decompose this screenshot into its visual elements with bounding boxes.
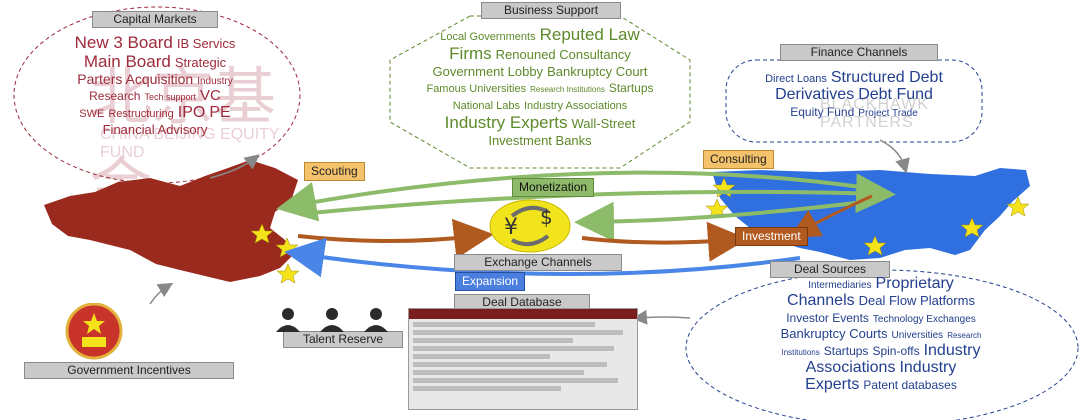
government-emblem-icon <box>64 303 124 361</box>
term: Industry <box>197 75 233 87</box>
term: Deal Flow Platforms <box>858 292 975 308</box>
term: Spin-offs <box>872 344 920 359</box>
term: Experts <box>805 375 860 393</box>
government-connector <box>149 282 174 305</box>
term: Investor Events <box>786 310 869 325</box>
term: Industry Experts <box>444 112 568 132</box>
term: National Labs <box>452 100 520 113</box>
term: PE <box>209 104 231 122</box>
investment-arrow-china <box>297 218 494 259</box>
watermark-logo-en: CHINA BEIJING EQUITY FUND <box>100 126 280 161</box>
consulting-label: Consulting <box>703 150 774 169</box>
capital-markets-connector <box>209 154 260 179</box>
star-icon <box>1006 196 1030 217</box>
term: Strategic <box>174 54 227 70</box>
term: Startups <box>608 81 654 96</box>
expansion-label: Expansion <box>455 272 526 291</box>
term: Industry <box>899 358 957 376</box>
term: Financial Advisory <box>102 121 208 137</box>
term: Research <box>89 89 141 104</box>
term: Reputed Law <box>539 25 640 44</box>
term: Patent databases <box>863 377 957 392</box>
scouting-label: Scouting <box>304 162 365 181</box>
term: Debt Fund <box>858 85 933 103</box>
term: IB Servics <box>176 36 236 51</box>
term: IPO <box>177 104 206 122</box>
term: Research <box>947 331 982 341</box>
term: Startups <box>823 344 869 359</box>
term: Technology Exchanges <box>872 313 976 325</box>
business-support-header: Business Support <box>481 2 621 19</box>
scouting-arrow <box>276 170 869 222</box>
term: Bankruptcy Courts <box>780 326 888 342</box>
term: Bankruptcy Court <box>547 63 648 79</box>
term: Main Board <box>83 51 171 71</box>
term: Direct Loans <box>765 73 827 85</box>
investment-arrow-usa <box>581 221 748 262</box>
term: Universities <box>891 330 944 342</box>
currency-exchange-icon: ¥ $ <box>482 198 578 254</box>
term: Research Institutions <box>530 85 605 95</box>
star-icon <box>863 235 887 256</box>
monetization-arrow <box>574 198 881 242</box>
business-support-boundary <box>389 15 691 169</box>
term: Structured Debt <box>830 69 943 86</box>
government-incentives-header: Government Incentives <box>24 362 234 379</box>
term: Industry <box>923 342 981 360</box>
people-icon <box>270 306 400 332</box>
term: Derivatives <box>775 85 855 103</box>
term: Restructuring <box>108 108 174 121</box>
deal-sources-header: Deal Sources <box>770 261 890 278</box>
star-icon <box>960 217 984 238</box>
svg-text:$: $ <box>540 205 553 229</box>
term: Firms <box>449 43 492 63</box>
consulting-arrow <box>299 173 896 216</box>
term: Renouned Consultancy <box>495 46 631 62</box>
term: Proprietary <box>875 275 954 292</box>
expansion-arrow <box>284 237 801 278</box>
term: Local Governments <box>440 31 536 43</box>
investment-label: Investment <box>735 227 808 246</box>
term: Project Trade <box>858 107 918 119</box>
deal-database-screenshot <box>408 308 638 410</box>
term: Investment Banks <box>488 132 592 148</box>
term: Famous Universities <box>426 83 527 96</box>
finance-channels-connector <box>879 139 910 174</box>
term: Parters Acquisition <box>77 70 194 87</box>
svg-text:¥: ¥ <box>504 215 518 240</box>
term: VC <box>200 87 221 105</box>
blackhawk-watermark: BLACKHAWK PARTNERS <box>820 96 929 131</box>
deal-database-connector <box>632 309 691 325</box>
china-map <box>44 160 298 282</box>
term: Tech support <box>144 92 197 103</box>
term: Wall-Street <box>571 115 636 131</box>
finance-channels-header: Finance Channels <box>780 44 938 61</box>
term: New 3 Board <box>74 33 173 52</box>
term: Institutions <box>781 348 820 358</box>
star-icon <box>250 223 274 244</box>
term: SWE <box>79 108 105 121</box>
term: Associations <box>805 358 896 376</box>
capital-markets-header: Capital Markets <box>92 11 218 28</box>
term: Industry Associations <box>523 100 628 113</box>
term: Equity Fund <box>790 104 855 119</box>
term: Channels <box>787 291 855 309</box>
deal-database-header: Deal Database <box>454 294 590 311</box>
talent-reserve-header: Talent Reserve <box>283 331 403 348</box>
term: Intermediaries <box>808 280 872 291</box>
exchange-channels-header: Exchange Channels <box>454 254 622 271</box>
monetization-label: Monetization <box>512 178 595 197</box>
star-icon <box>705 198 729 219</box>
term: Government Lobby <box>432 63 544 79</box>
